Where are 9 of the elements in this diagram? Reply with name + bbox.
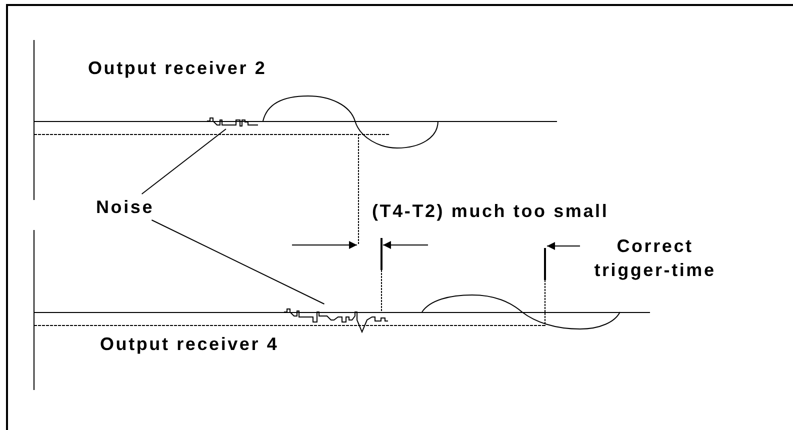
leader-line [141,128,226,194]
signal-label: Output receiver 4 [100,333,279,356]
annotation-text: Noise [96,196,154,219]
annotation-text: Correct trigger-time [593,235,717,282]
trigger-marker-line [543,248,547,326]
signal-label: Output receiver 2 [88,57,267,80]
arrow [546,242,580,250]
leader-line [151,220,325,304]
signal-label: (T4-T2) much too small [372,200,609,223]
